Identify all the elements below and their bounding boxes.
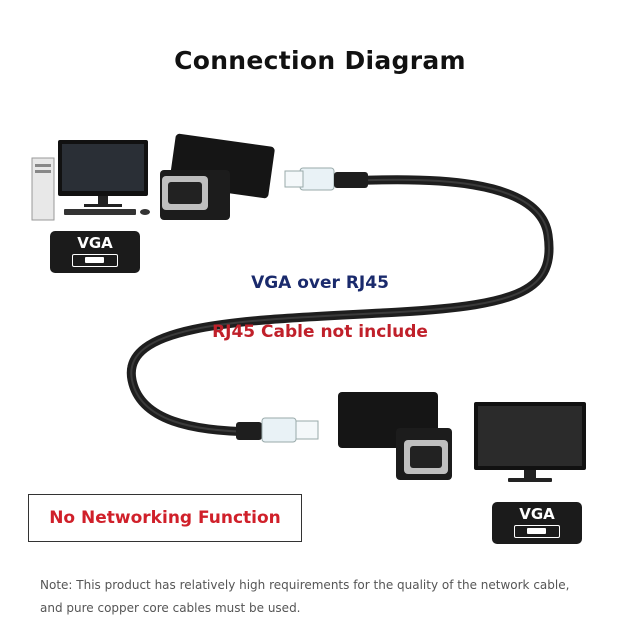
vga-badge-left-label: VGA xyxy=(77,234,113,252)
note-line-2: and pure copper core cables must be used… xyxy=(40,601,301,615)
note-line-1: Note: This product has relatively high r… xyxy=(40,578,570,592)
monitor-icon xyxy=(474,402,586,482)
desktop-computer-icon xyxy=(31,140,150,221)
cable-not-included-note: RJ45 Cable not include xyxy=(212,322,428,342)
vga-badge-right-label: VGA xyxy=(519,505,555,523)
vga-port-icon xyxy=(72,254,118,267)
transmission-label: VGA over RJ45 xyxy=(251,273,389,293)
vga-adapter-icon-right xyxy=(338,392,452,480)
rj45-plug-icon-left xyxy=(284,167,368,191)
no-networking-warning: No Networking Function xyxy=(28,494,302,542)
vga-badge-right: VGA xyxy=(492,502,582,544)
rj45-plug-icon-right xyxy=(236,417,319,443)
vga-badge-left: VGA xyxy=(50,231,140,273)
vga-port-icon xyxy=(514,525,560,538)
diagram-title: Connection Diagram xyxy=(174,46,466,75)
vga-adapter-icon-left xyxy=(160,133,275,220)
